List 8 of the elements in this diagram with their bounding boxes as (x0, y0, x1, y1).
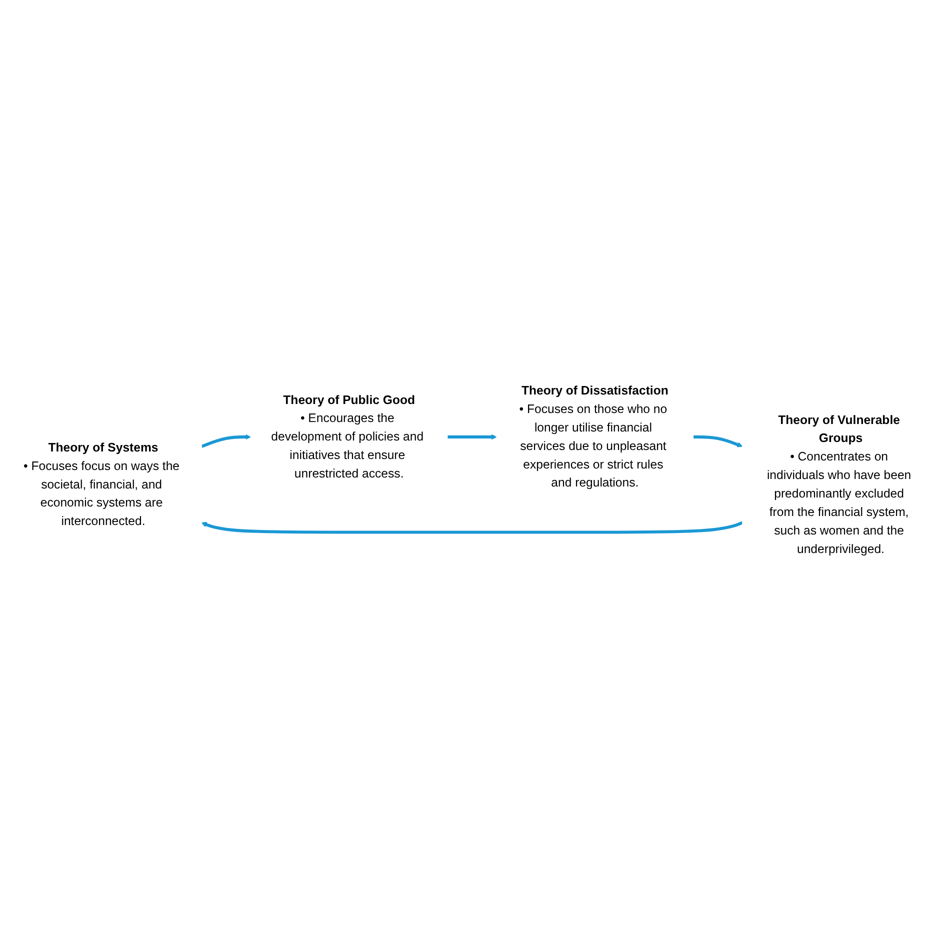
arrow (447, 434, 497, 440)
node-text: Theory of Dissatisfaction • Focuses on those who no longer utilise financial services due to unpleasant experiences or strict rules and regulations. (519, 384, 668, 490)
arrow (201, 434, 251, 448)
node-text: Theory of Systems • Focuses focus on ways the societal, financial, and economic systems are interconnected. (24, 440, 180, 528)
node-text: Theory of Vulnerable Groups • Concentrates on individuals who have been predominantly excluded from the financial system, such as women and the underprivileged. (766, 413, 912, 556)
node-text: Theory of Public Good • Encourages the development of policies and initiatives that ensure unrestricted access. (271, 393, 424, 481)
arrow (693, 435, 743, 448)
arrow (201, 521, 743, 534)
